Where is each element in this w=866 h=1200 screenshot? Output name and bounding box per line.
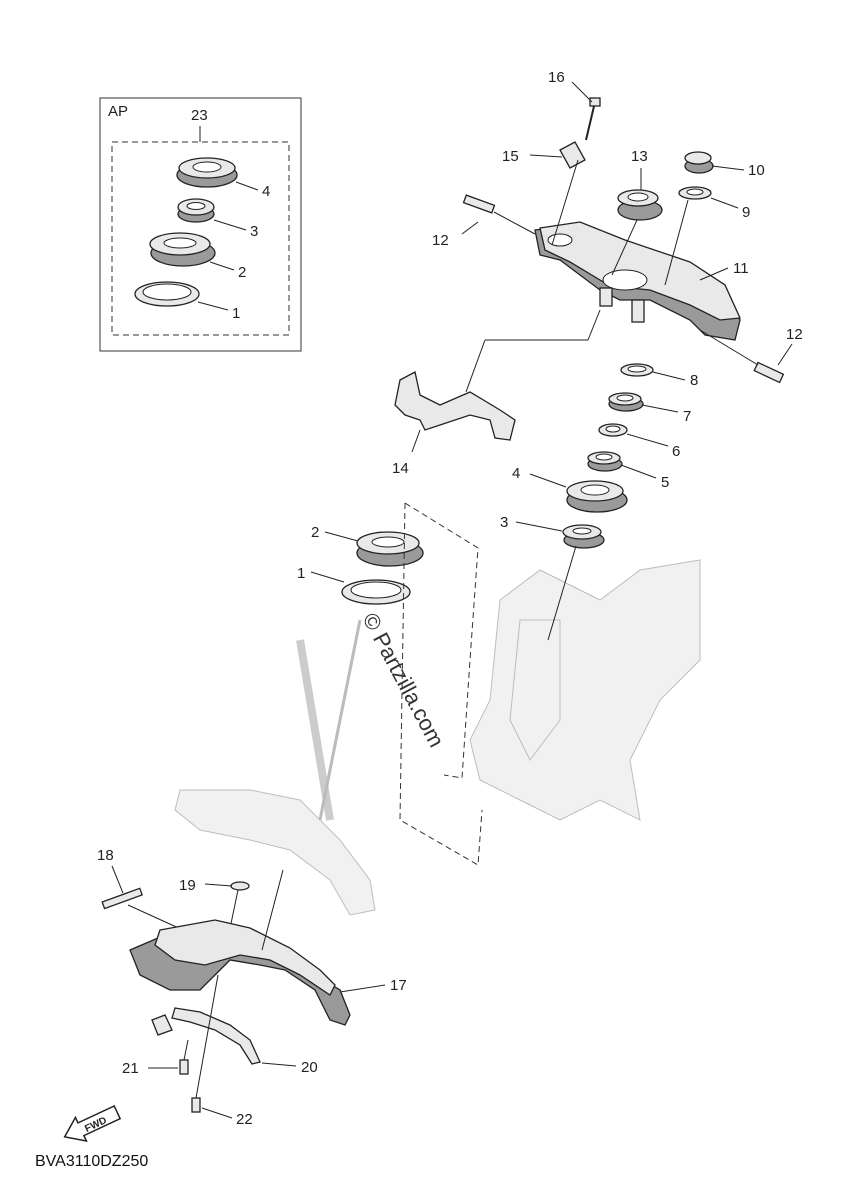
inset-group-number: 23 bbox=[191, 107, 208, 124]
stay-part-20[interactable] bbox=[151, 1007, 261, 1065]
screw-part-22[interactable] bbox=[191, 1097, 201, 1113]
callout-4: 4 bbox=[512, 465, 520, 482]
callout-5: 5 bbox=[661, 474, 669, 491]
nut-part-5[interactable] bbox=[587, 451, 623, 472]
clip-part-15[interactable] bbox=[559, 141, 586, 169]
cover-part-17[interactable] bbox=[129, 919, 351, 1026]
callout-21: 21 bbox=[122, 1060, 139, 1077]
inset-part-2[interactable] bbox=[149, 232, 216, 267]
seal-part-1[interactable] bbox=[341, 579, 411, 605]
cap-part-10[interactable] bbox=[684, 151, 714, 174]
callout-6: 6 bbox=[672, 443, 680, 460]
bolt-part-16[interactable] bbox=[585, 97, 601, 141]
inset-ap: AP 23 4 3 2 bbox=[99, 97, 302, 352]
inset-frame bbox=[99, 97, 302, 352]
callout-20: 20 bbox=[301, 1059, 318, 1076]
inset-callout-3: 3 bbox=[250, 223, 258, 240]
nut-part-13[interactable] bbox=[617, 189, 663, 221]
steering-stem-ghost bbox=[318, 619, 362, 821]
watermark: © Partzilla.com bbox=[358, 609, 450, 752]
callout-10: 10 bbox=[748, 162, 765, 179]
fwd-arrow-icon: FWD bbox=[63, 1104, 122, 1143]
callout-9: 9 bbox=[742, 204, 750, 221]
callout-22: 22 bbox=[236, 1111, 253, 1128]
inset-part-3[interactable] bbox=[177, 198, 215, 223]
washer-part-9[interactable] bbox=[678, 186, 712, 200]
assembly-dashed-line bbox=[404, 502, 479, 779]
inset-callout-1: 1 bbox=[232, 305, 240, 322]
callout-7: 7 bbox=[683, 408, 691, 425]
bolt-part-18[interactable] bbox=[101, 887, 143, 910]
bracket-part-14[interactable] bbox=[394, 371, 516, 441]
callout-16: 16 bbox=[548, 69, 565, 86]
callout-19: 19 bbox=[179, 877, 196, 894]
callout-3: 3 bbox=[500, 514, 508, 531]
callout-14: 14 bbox=[392, 460, 409, 477]
inset-label: AP bbox=[108, 103, 128, 120]
bolt-part-12-right[interactable] bbox=[753, 361, 785, 384]
bearing-part-3[interactable] bbox=[562, 524, 605, 549]
inset-dashed-group bbox=[111, 141, 290, 336]
bolt-part-12-left[interactable] bbox=[462, 194, 496, 214]
inset-part-4[interactable] bbox=[176, 157, 238, 188]
screw-part-21[interactable] bbox=[179, 1059, 189, 1075]
callout-18: 18 bbox=[97, 847, 114, 864]
bearing-part-2[interactable] bbox=[356, 531, 424, 567]
cover-part-4[interactable] bbox=[566, 480, 628, 513]
assembly-dashed-line-2 bbox=[399, 502, 483, 866]
washer-part-6[interactable] bbox=[598, 423, 628, 437]
inset-part-1[interactable] bbox=[134, 281, 200, 307]
callout-17: 17 bbox=[390, 977, 407, 994]
callout-13: 13 bbox=[631, 148, 648, 165]
callout-15: 15 bbox=[502, 148, 519, 165]
washer-part-8[interactable] bbox=[620, 363, 654, 377]
callout-12-right: 12 bbox=[786, 326, 803, 343]
frame-ghost bbox=[174, 559, 701, 916]
diagram-code: BVA3110DZ250 bbox=[35, 1153, 148, 1170]
callout-11: 11 bbox=[733, 260, 749, 277]
inset-callout-4: 4 bbox=[262, 183, 270, 200]
upper-bracket-part-11[interactable] bbox=[534, 221, 741, 341]
callout-2: 2 bbox=[311, 524, 319, 541]
nut-part-7[interactable] bbox=[608, 392, 644, 412]
screw-part-19[interactable] bbox=[230, 881, 250, 891]
callout-1: 1 bbox=[297, 565, 305, 582]
callout-8: 8 bbox=[690, 372, 698, 389]
inset-callout-2: 2 bbox=[238, 264, 246, 281]
callout-12-left: 12 bbox=[432, 232, 449, 249]
